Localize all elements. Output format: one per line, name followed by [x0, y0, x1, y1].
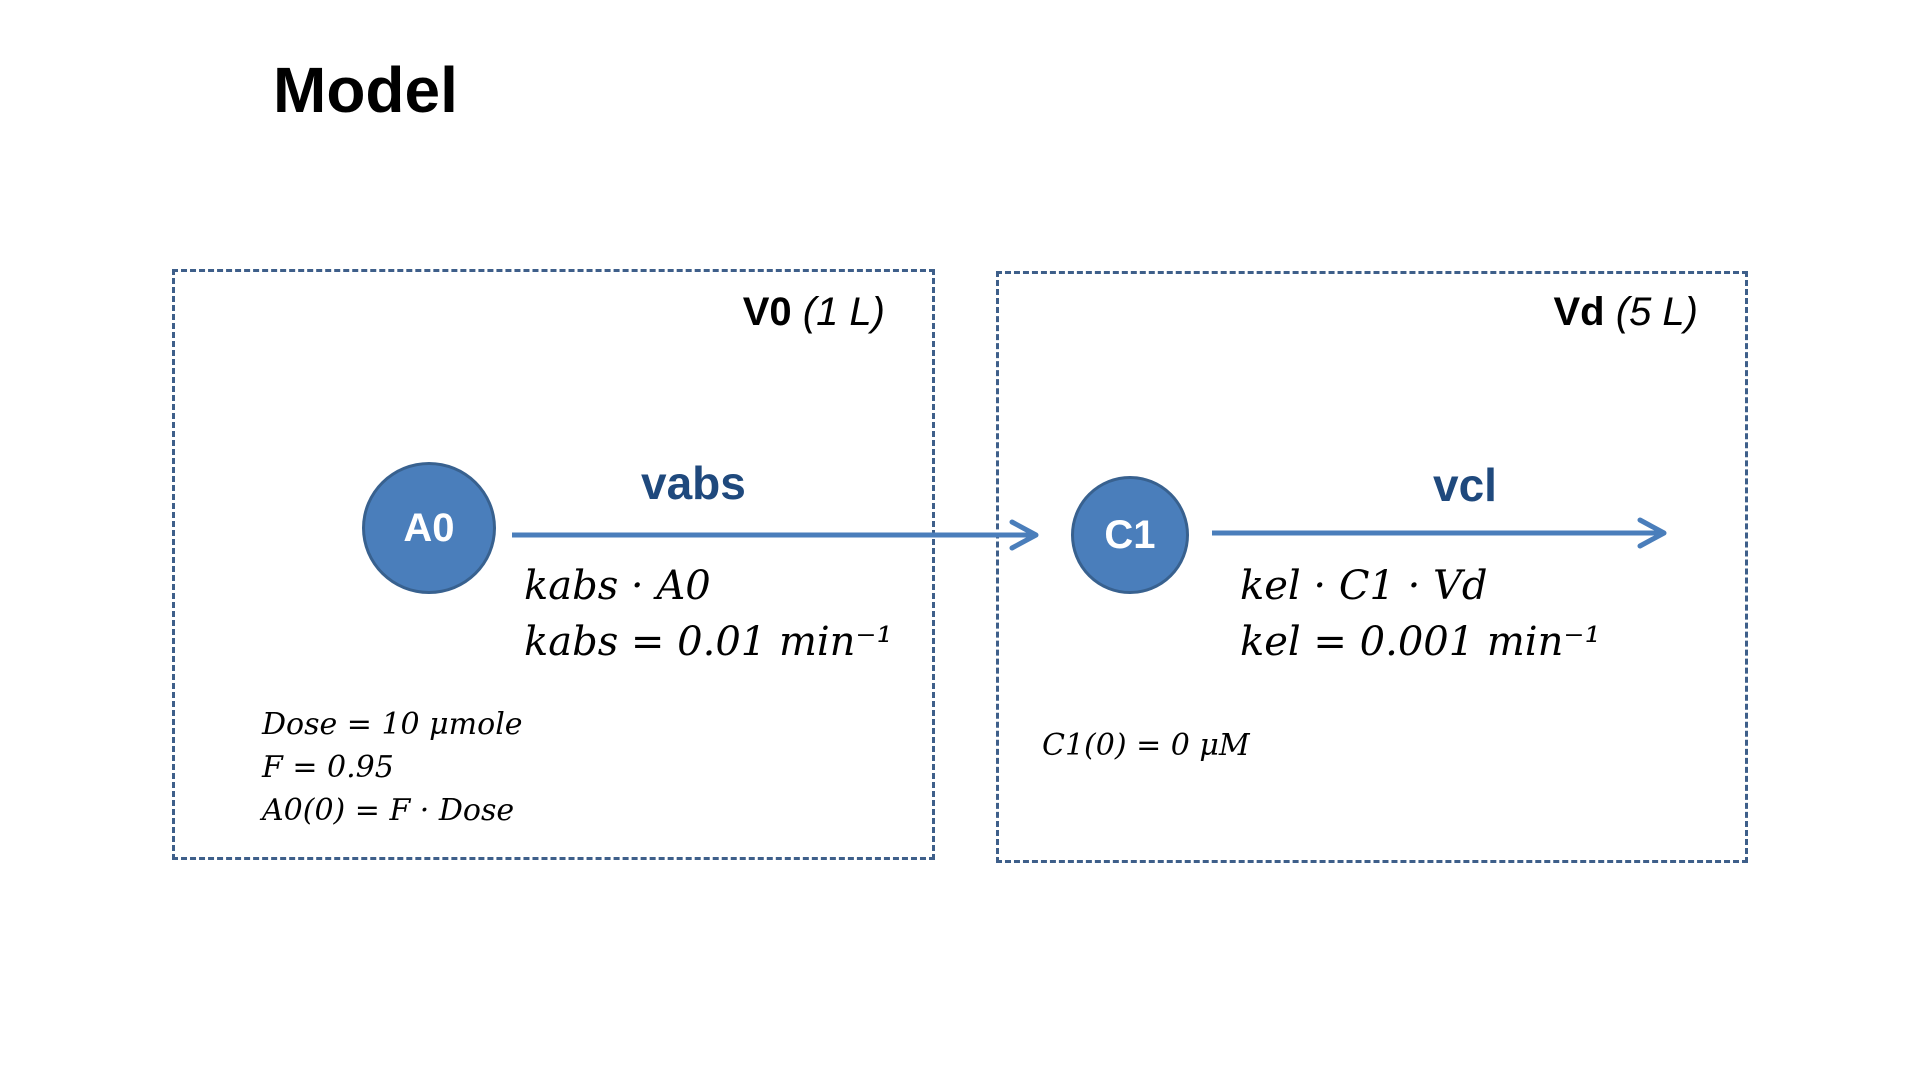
compartment-vd — [996, 271, 1748, 863]
species-a0-label: A0 — [403, 505, 455, 550]
compartment-v0-volume: (1 L) — [802, 290, 885, 334]
reaction-vcl-name: vcl — [1433, 459, 1497, 511]
reaction-vcl-parameter: kel = 0.001 min⁻¹ — [1240, 619, 1601, 665]
species-c1-label: C1 — [1104, 512, 1156, 557]
initial-a0: A0(0) = F · Dose — [262, 793, 515, 828]
compartment-vd-name: Vd — [1553, 290, 1605, 334]
compartment-v0-label: V0 (1 L) — [743, 292, 885, 332]
compartment-vd-volume: (5 L) — [1615, 290, 1698, 334]
compartment-v0-name: V0 — [742, 290, 792, 334]
species-c1-node: C1 — [1071, 476, 1189, 594]
reaction-vcl-rate-law: kel · C1 · Vd — [1240, 563, 1488, 609]
page-title: Model — [273, 54, 458, 126]
compartment-v0 — [172, 269, 935, 860]
initial-bioavailability: F = 0.95 — [262, 750, 394, 785]
reaction-vabs-parameter: kabs = 0.01 min⁻¹ — [524, 619, 893, 665]
vcl-arrow-head — [1637, 517, 1667, 549]
reaction-vabs-name: vabs — [641, 457, 746, 509]
reaction-vabs-rate-law: kabs · A0 — [524, 563, 711, 609]
vabs-arrow-head — [1009, 519, 1039, 551]
initial-c1: C1(0) = 0 μM — [1042, 728, 1250, 763]
compartment-vd-label: Vd (5 L) — [1554, 292, 1699, 332]
species-a0-node: A0 — [362, 462, 496, 594]
initial-dose: Dose = 10 μmole — [262, 707, 523, 742]
